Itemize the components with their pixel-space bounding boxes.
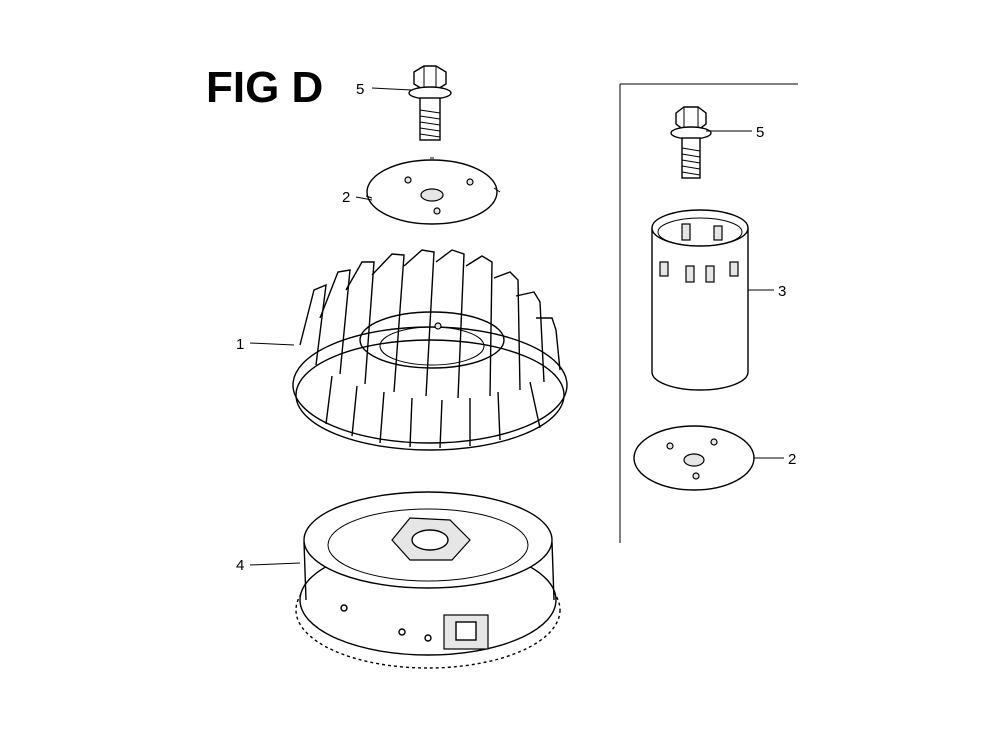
callout-2-plate: 2 [342, 189, 350, 206]
cooling-fan [292, 249, 568, 451]
leader-lines [249, 87, 784, 566]
callout-2-inset-plate: 2 [788, 451, 796, 468]
inset-frame [619, 83, 798, 543]
inset-flange-bolt [670, 106, 712, 179]
flange-bolt [408, 65, 452, 141]
washer-plate [365, 157, 501, 225]
callout-1-fan: 1 [236, 336, 244, 353]
callout-3-cup: 3 [778, 283, 786, 300]
figure-title: FIG D [206, 63, 323, 112]
flywheel [295, 491, 561, 669]
starter-cup [651, 209, 749, 391]
callout-5-inset-bolt: 5 [756, 124, 764, 141]
callout-4-flywheel: 4 [236, 557, 244, 574]
callout-5-bolt: 5 [356, 81, 364, 98]
inset-washer-plate [633, 425, 755, 491]
